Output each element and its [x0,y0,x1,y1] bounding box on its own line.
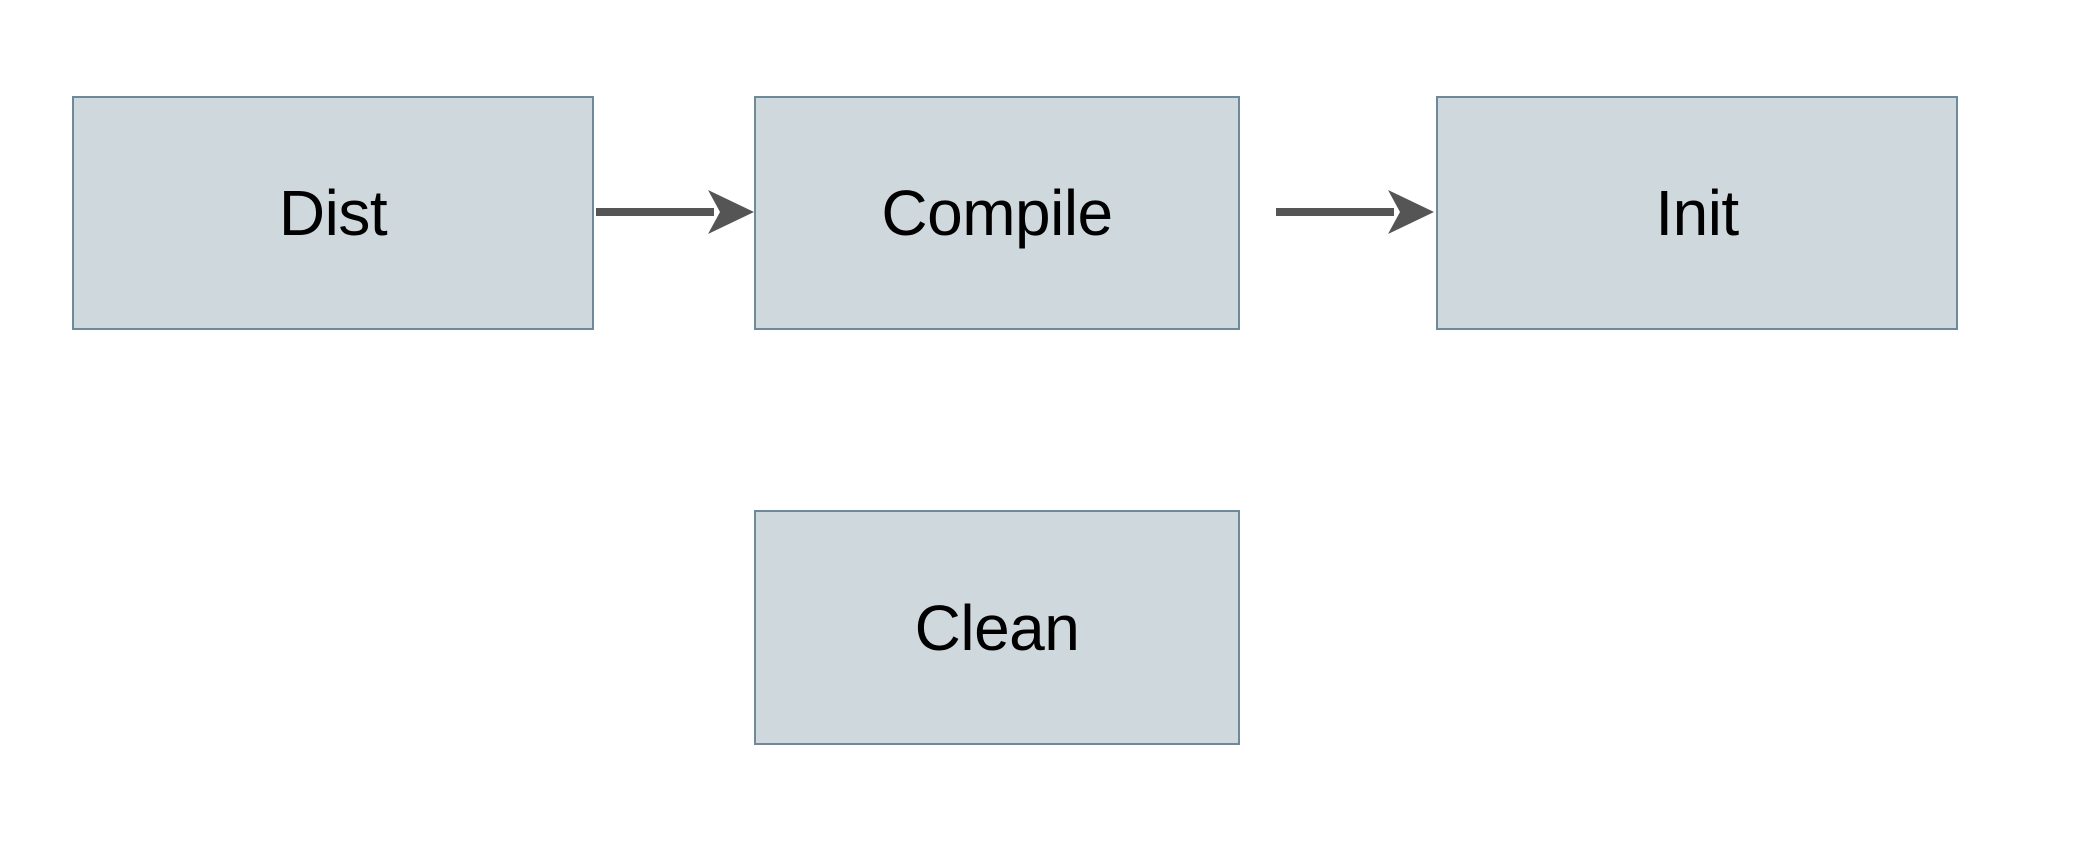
diagram-node-init[interactable]: Init [1436,96,1958,330]
diagram-node-compile[interactable]: Compile [754,96,1240,330]
node-label-compile: Compile [881,177,1113,249]
diagram-edge-compile-to-init[interactable] [1276,186,1436,238]
arrowhead-icon [708,190,754,234]
node-label-init: Init [1655,177,1739,249]
diagram-node-dist[interactable]: Dist [72,96,594,330]
diagram-edge-dist-to-compile[interactable] [596,186,756,238]
arrowhead-icon [1388,190,1434,234]
node-label-clean: Clean [914,591,1080,664]
diagram-node-clean[interactable]: Clean [754,510,1240,745]
node-label-dist: Dist [278,177,388,249]
